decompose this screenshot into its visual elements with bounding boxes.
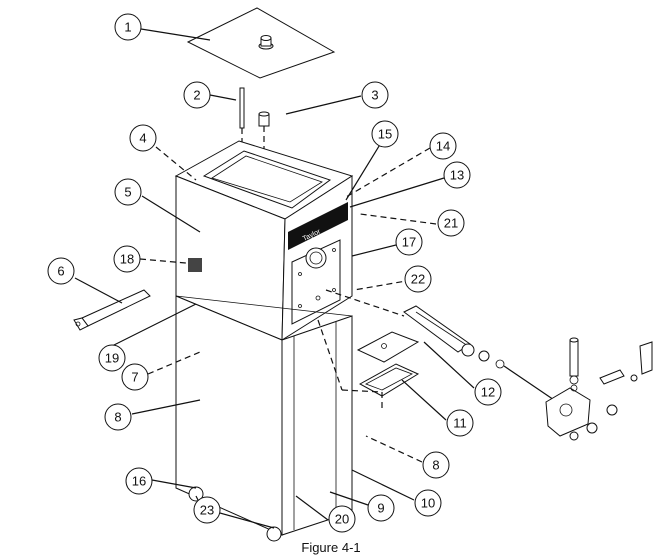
callout-1: 1 bbox=[114, 13, 142, 41]
svg-text:5: 5 bbox=[124, 185, 131, 200]
callout-16: 16 bbox=[125, 467, 153, 495]
side-bracket bbox=[73, 289, 151, 331]
callout-2: 2 bbox=[183, 81, 211, 109]
callout-7: 7 bbox=[121, 363, 149, 391]
callout-14: 14 bbox=[429, 132, 457, 160]
callout-10: 10 bbox=[414, 489, 442, 517]
svg-text:9: 9 bbox=[377, 501, 384, 516]
callout-11: 11 bbox=[446, 409, 474, 437]
callout-23: 23 bbox=[193, 496, 221, 524]
beater-assembly bbox=[325, 289, 653, 441]
figure-caption: Figure 4-1 bbox=[301, 540, 361, 555]
callout-9: 9 bbox=[367, 494, 395, 522]
svg-text:12: 12 bbox=[481, 385, 495, 400]
callout-22: 22 bbox=[404, 265, 432, 293]
svg-text:2: 2 bbox=[193, 88, 200, 103]
svg-text:16: 16 bbox=[132, 474, 146, 489]
svg-text:1: 1 bbox=[124, 20, 131, 35]
callout-4: 4 bbox=[129, 124, 157, 152]
callout-13: 13 bbox=[443, 161, 471, 189]
svg-text:21: 21 bbox=[444, 216, 458, 231]
svg-text:22: 22 bbox=[411, 272, 425, 287]
callout-8-left: 8 bbox=[104, 403, 132, 431]
svg-text:15: 15 bbox=[378, 127, 392, 142]
callout-8-right: 8 bbox=[422, 451, 450, 479]
callout-3: 3 bbox=[361, 81, 389, 109]
svg-text:7: 7 bbox=[131, 370, 138, 385]
callout-12: 12 bbox=[474, 378, 502, 406]
callout-17: 17 bbox=[395, 228, 423, 256]
upper-cabinet: Taylor bbox=[174, 140, 354, 341]
svg-text:13: 13 bbox=[450, 168, 464, 183]
callout-15: 15 bbox=[371, 120, 399, 148]
svg-text:10: 10 bbox=[421, 496, 435, 511]
svg-text:3: 3 bbox=[371, 88, 378, 103]
callout-21: 21 bbox=[437, 209, 465, 237]
svg-text:4: 4 bbox=[139, 131, 146, 146]
svg-text:20: 20 bbox=[335, 512, 349, 527]
svg-text:14: 14 bbox=[436, 139, 450, 154]
leader-lines bbox=[74, 28, 475, 529]
hopper-cover bbox=[186, 7, 336, 79]
drip-tray bbox=[317, 319, 420, 408]
callout-6: 6 bbox=[47, 257, 75, 285]
svg-text:18: 18 bbox=[120, 252, 134, 267]
callout-19: 19 bbox=[98, 344, 126, 372]
svg-text:6: 6 bbox=[57, 264, 64, 279]
svg-text:19: 19 bbox=[105, 351, 119, 366]
svg-text:8: 8 bbox=[432, 458, 439, 473]
svg-text:11: 11 bbox=[453, 416, 467, 431]
svg-text:8: 8 bbox=[114, 410, 121, 425]
svg-text:23: 23 bbox=[200, 503, 214, 518]
svg-text:17: 17 bbox=[402, 235, 416, 250]
lower-cabinet bbox=[175, 295, 353, 542]
callout-5: 5 bbox=[114, 178, 142, 206]
callout-20: 20 bbox=[328, 505, 356, 533]
callout-18: 18 bbox=[113, 245, 141, 273]
